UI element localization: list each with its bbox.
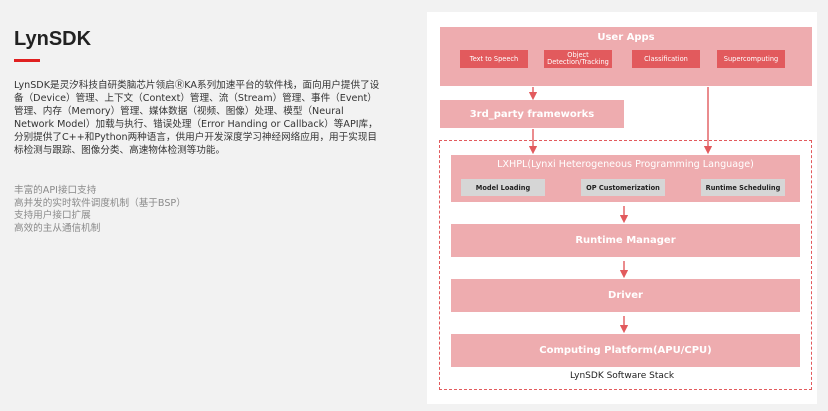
description-text: LynSDK是灵汐科技自研类脑芯片领启ⓇKA系列加速平台的软件栈，面向用户提供了…: [14, 80, 380, 156]
lxhpl-runtime-scheduling: Runtime Scheduling: [701, 179, 785, 196]
app-text-to-speech: Text to Speech: [460, 50, 528, 68]
runtime-manager-layer: Runtime Manager: [451, 224, 800, 257]
app-classification: Classification: [632, 50, 700, 68]
feature-item: 丰富的API接口支持: [14, 185, 97, 196]
software-stack-diagram: User Apps Text to Speech Object Detectio…: [427, 12, 817, 404]
driver-layer: Driver: [451, 279, 800, 312]
user-apps-label: User Apps: [597, 32, 655, 43]
computing-platform-layer: Computing Platform(APU/CPU): [451, 334, 800, 367]
app-object-detection: Object Detection/Tracking: [544, 50, 612, 68]
feature-item: 高并发的实时软件调度机制（基于BSP）: [14, 197, 186, 209]
lxhpl-label: LXHPL(Lynxi Heterogeneous Programming La…: [497, 159, 754, 170]
title-underline: [14, 59, 40, 62]
frameworks-layer: 3rd_party frameworks: [440, 100, 624, 128]
app-supercomputing: Supercomputing: [717, 50, 785, 68]
feature-list: 丰富的API接口支持 高并发的实时软件调度机制（基于BSP） 支持用户接口扩展 …: [14, 185, 314, 235]
lynsdk-boundary: [439, 140, 812, 390]
lxhpl-model-loading: Model Loading: [461, 179, 545, 196]
lxhpl-op-customerization: OP Customerization: [581, 179, 665, 196]
feature-item: 高效的主从通信机制: [14, 222, 101, 234]
diagram-caption: LynSDK Software Stack: [569, 371, 675, 381]
feature-item: 支持用户接口扩展: [14, 210, 91, 222]
page-title: LynSDK: [14, 28, 92, 50]
intro-section: LynSDK LynSDK是灵汐科技自研类脑芯片领启ⓇKA系列加速平台的软件栈，…: [0, 0, 400, 411]
